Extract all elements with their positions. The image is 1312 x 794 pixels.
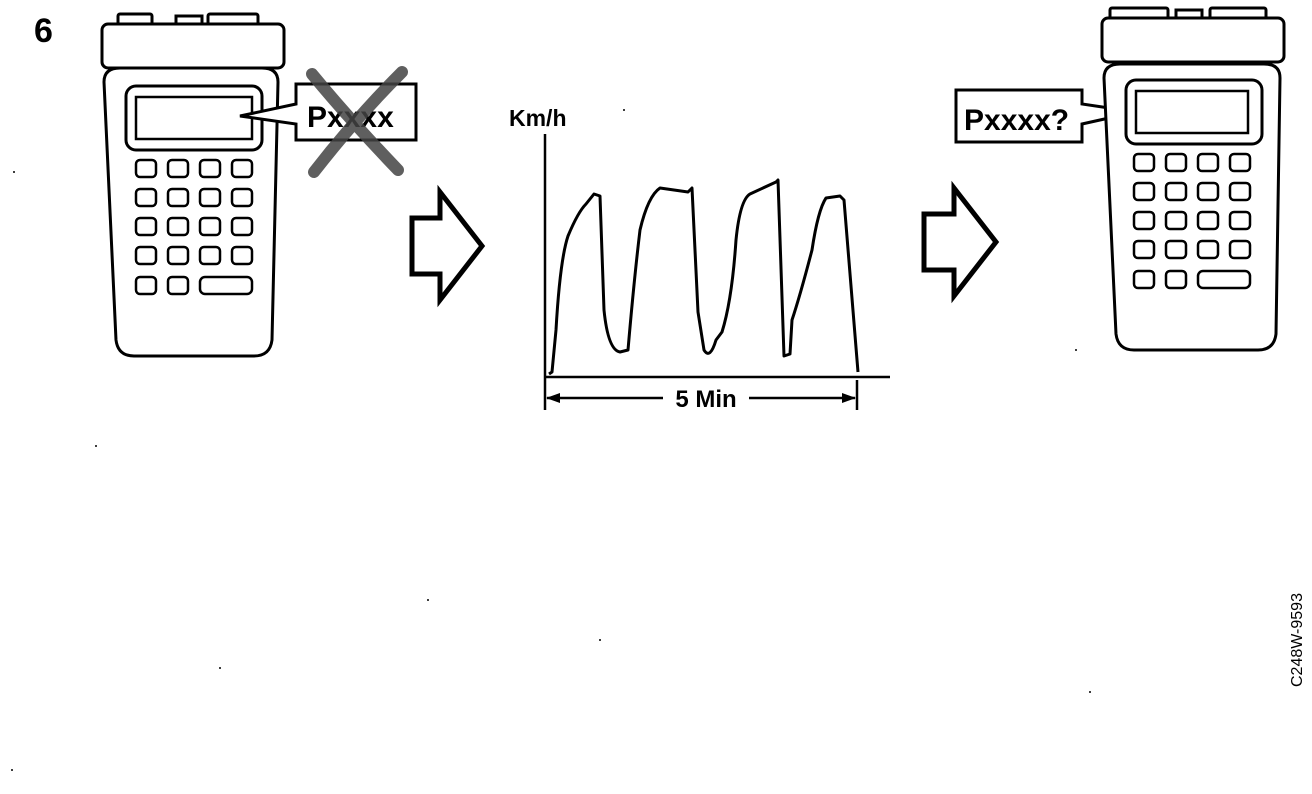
left-tester-keypad bbox=[134, 158, 254, 296]
speed-trace-line bbox=[548, 178, 860, 376]
arrow-right-icon bbox=[409, 184, 486, 308]
right-fault-code: Pxxxx? bbox=[964, 104, 1069, 137]
duration-label: 5 Min bbox=[675, 386, 736, 413]
x-mark-icon bbox=[306, 66, 408, 178]
left-scan-tester bbox=[100, 12, 286, 358]
step-number: 6 bbox=[34, 12, 53, 50]
drive-cycle-graph: Km/h 5 Min bbox=[509, 105, 890, 413]
y-axis-label: Km/h bbox=[509, 105, 567, 131]
right-scan-tester bbox=[1100, 6, 1286, 352]
left-code-callout: Pxxxx bbox=[239, 66, 418, 178]
figure-reference-code: C248W-9593 bbox=[1289, 593, 1306, 687]
right-tester-keypad bbox=[1132, 152, 1252, 290]
arrow-right-icon bbox=[921, 180, 1000, 304]
right-tester-screen bbox=[1124, 78, 1264, 146]
right-code-callout: Pxxxx? bbox=[954, 88, 1137, 144]
scan-noise bbox=[11, 109, 1091, 771]
